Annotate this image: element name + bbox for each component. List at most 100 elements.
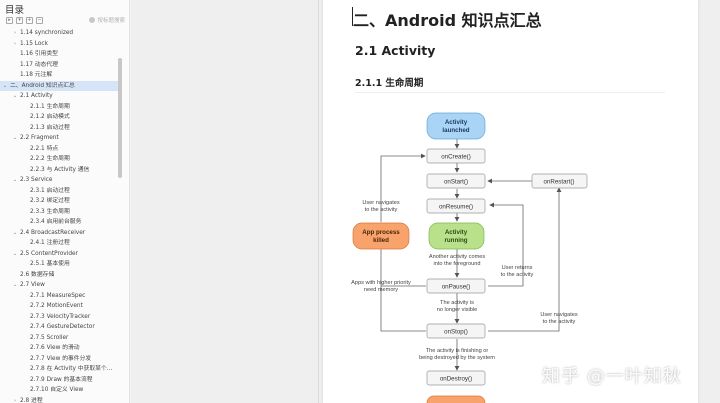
node-onpause: onPause() bbox=[426, 278, 486, 294]
toc-item-label: 2.7.8 在 Activity 中获取某个... bbox=[30, 366, 113, 372]
label-higher-priority: Apps with higher priority bbox=[351, 280, 411, 286]
toc-item[interactable]: 2.7.3 VelocityTracker bbox=[0, 312, 118, 323]
toc-item-label: 2.2.1 特点 bbox=[30, 145, 59, 152]
toc-item[interactable]: 2.3.4 启用前台服务 bbox=[0, 217, 118, 228]
toc-item[interactable]: 2.2.2 生命周期 bbox=[0, 154, 118, 165]
label-finishing: The activity is finishing or bbox=[426, 348, 489, 354]
node-app-process-killed: App process killed bbox=[352, 222, 410, 250]
toc-item[interactable]: 2.3.3 生命周期 bbox=[0, 207, 118, 218]
node-activity-shut-down bbox=[426, 395, 486, 403]
toc-item[interactable]: ⌄2.7 View bbox=[0, 280, 118, 291]
toc-item[interactable]: 1.16 引用类型 bbox=[0, 49, 118, 60]
toc-item[interactable]: 1.18 元注解 bbox=[0, 70, 118, 81]
expand-icon[interactable]: + bbox=[26, 16, 33, 24]
toc-item[interactable]: ⌄二、Android 知识点汇总 bbox=[0, 80, 118, 91]
collapse-icon[interactable]: − bbox=[36, 16, 43, 24]
node-activity-running: Activity running bbox=[428, 222, 485, 250]
toc-item-label: 2.4.1 注册过程 bbox=[30, 240, 70, 246]
chevron-right-icon[interactable]: › bbox=[14, 397, 16, 403]
toc-item[interactable]: 2.7.6 View 的滑动 bbox=[0, 343, 118, 354]
toc-item[interactable]: 2.7.1 MeasureSpec bbox=[0, 291, 118, 302]
heading-1: 二、Android 知识点汇总 bbox=[353, 11, 542, 30]
heading-3: 2.1.1 生命周期 bbox=[355, 78, 424, 89]
toc-item-label: 二、Android 知识点汇总 bbox=[10, 82, 75, 89]
toc-item[interactable]: 2.1.3 启动过程 bbox=[0, 123, 118, 134]
toc-item[interactable]: 2.7.10 自定义 View bbox=[0, 385, 118, 396]
toc-item[interactable]: 2.1.2 启动模式 bbox=[0, 112, 118, 123]
chevron-right-icon[interactable]: › bbox=[14, 30, 16, 36]
svg-text:need memory: need memory bbox=[364, 287, 398, 293]
toc-item-label: 1.15 Lock bbox=[20, 40, 48, 47]
toc-item[interactable]: 2.7.5 Scroller bbox=[0, 333, 118, 344]
heading-divider bbox=[355, 92, 665, 93]
svg-text:launched: launched bbox=[442, 127, 469, 134]
chevron-down-icon[interactable]: ⌄ bbox=[12, 250, 18, 257]
toc-item[interactable]: 2.3.2 绑定过程 bbox=[0, 196, 118, 207]
svg-text:App process: App process bbox=[362, 229, 400, 236]
zhihu-watermark: 知乎 @一叶知秋 bbox=[542, 366, 682, 387]
chevron-down-icon[interactable]: ⌄ bbox=[12, 229, 18, 236]
toc-item-label: 2.7.1 MeasureSpec bbox=[30, 292, 86, 299]
toc-item[interactable]: ⌄2.5 ContentProvider bbox=[0, 249, 118, 260]
toc-item[interactable]: › 1.15 Lock bbox=[0, 39, 118, 50]
toc-item[interactable]: 2.4.1 注册过程 bbox=[0, 238, 118, 249]
svg-text:into the foreground: into the foreground bbox=[434, 261, 481, 267]
label-user-returns: User returns bbox=[502, 265, 533, 271]
chevron-down-icon[interactable]: ⌄ bbox=[2, 82, 8, 89]
svg-text:running: running bbox=[444, 237, 467, 244]
svg-text:killed: killed bbox=[373, 237, 389, 244]
toc-search[interactable]: 按标题搜索 bbox=[89, 16, 125, 24]
toc-item[interactable]: ⌄2.2 Fragment bbox=[0, 133, 118, 144]
text-cursor bbox=[352, 7, 353, 26]
toc-item-label: 2.3.3 生命周期 bbox=[30, 208, 70, 215]
toc-item[interactable]: 2.7.8 在 Activity 中获取某个... bbox=[0, 364, 118, 375]
svg-text:no longer visible: no longer visible bbox=[437, 307, 477, 313]
chevron-down-icon[interactable]: ⌄ bbox=[12, 177, 18, 183]
toc-item-label: 2.1.1 生命周期 bbox=[30, 103, 70, 110]
activity-lifecycle-diagram: Activity launched onCreate() onStart() o… bbox=[351, 112, 588, 403]
toc-sidebar: 目录 ▸ ▾ + − 按标题搜索 ›1.14 synchronized›1.15… bbox=[0, 0, 130, 403]
toc-item[interactable]: ⌄2.4 BroadcastReceiver bbox=[0, 228, 118, 239]
toc-item[interactable]: ›2.8 进程 bbox=[0, 396, 118, 403]
toc-item[interactable]: 2.3.1 启动过程 bbox=[0, 186, 118, 197]
collapse-all-icon[interactable]: ▾ bbox=[16, 16, 23, 24]
toc-item[interactable]: 2.2.1 特点 bbox=[0, 144, 118, 155]
node-activity-launched: Activity launched bbox=[426, 112, 486, 140]
chevron-right-icon[interactable]: › bbox=[14, 40, 16, 47]
chevron-down-icon[interactable]: ⌄ bbox=[12, 135, 18, 141]
label-another-activity: Another activity comes bbox=[429, 254, 485, 260]
node-onstop: onStop() bbox=[426, 323, 486, 339]
chevron-down-icon[interactable]: ⌄ bbox=[12, 282, 18, 288]
chevron-down-icon[interactable]: ⌄ bbox=[12, 93, 18, 99]
search-icon bbox=[89, 17, 96, 23]
toc-item[interactable]: 2.7.7 View 的事件分发 bbox=[0, 354, 118, 365]
toc-item[interactable]: ⌄2.3 Service bbox=[0, 175, 118, 186]
toc-item[interactable]: ⌄2.1 Activity bbox=[0, 91, 118, 102]
toc-item[interactable]: 2.6 数据存储 bbox=[0, 270, 118, 281]
toc-item-label: 2.3 Service bbox=[20, 177, 53, 183]
toc-item-label: 1.17 动态代理 bbox=[20, 61, 58, 68]
svg-text:to the activity: to the activity bbox=[365, 207, 398, 213]
toc-item-label: 2.1 Activity bbox=[20, 93, 53, 99]
toc-item-label: 2.6 数据存储 bbox=[20, 271, 55, 278]
toc-item[interactable]: 2.7.4 GestureDetector bbox=[0, 322, 118, 333]
toc-item[interactable]: 2.1.1 生命周期 bbox=[0, 102, 118, 113]
toc-item[interactable]: 2.5.1 基本使用 bbox=[0, 259, 118, 270]
toc-search-placeholder: 按标题搜索 bbox=[97, 18, 125, 24]
label-user-navigates-left: User navigates bbox=[362, 200, 400, 206]
node-onresume-label: onResume() bbox=[439, 204, 473, 211]
sidebar-scrollbar[interactable] bbox=[118, 58, 122, 178]
toc-item[interactable]: 2.7.9 Draw 的基本流程 bbox=[0, 375, 118, 386]
toc-item[interactable]: ›1.14 synchronized bbox=[0, 28, 118, 39]
expand-all-icon[interactable]: ▸ bbox=[6, 16, 13, 24]
toc-item-label: 2.7.6 View 的滑动 bbox=[30, 345, 80, 351]
toc-item[interactable]: 1.17 动态代理 bbox=[0, 60, 118, 71]
toc-item[interactable]: 2.7.2 MotionEvent bbox=[0, 301, 118, 312]
node-onstop-label: onStop() bbox=[444, 329, 468, 336]
toc-item[interactable]: 2.2.3 与 Activity 通信 bbox=[0, 165, 118, 176]
toc-item-label: 2.7.2 MotionEvent bbox=[30, 303, 83, 309]
heading-2: 2.1 Activity bbox=[355, 43, 436, 58]
toc-item-label: 2.7 View bbox=[20, 282, 45, 288]
document-page: 二、Android 知识点汇总 2.1 Activity 2.1.1 生命周期 bbox=[323, 0, 698, 403]
toc-item-label: 2.3.4 启用前台服务 bbox=[30, 219, 82, 225]
